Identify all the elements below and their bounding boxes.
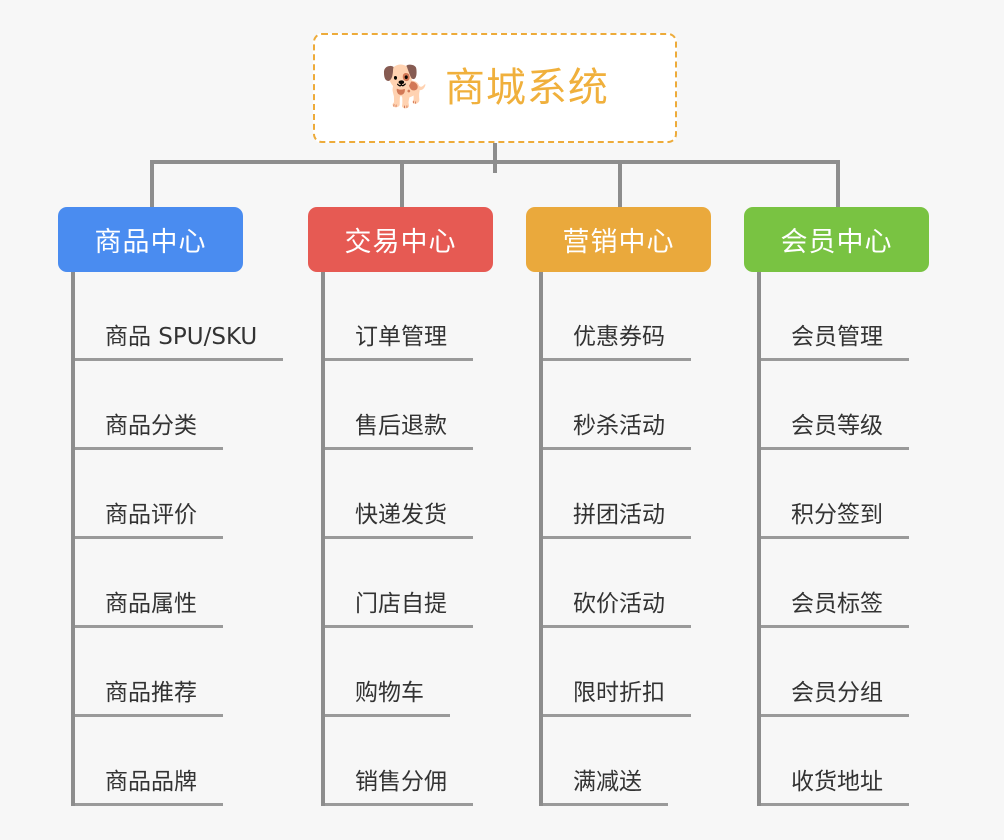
leaf-label: 优惠券码 [543, 326, 691, 361]
list-item[interactable]: 商品分类 [75, 361, 283, 450]
list-item[interactable]: 商品品牌 [75, 717, 283, 806]
branch-header-label: 商品中心 [94, 227, 207, 258]
branch-header-trade-center[interactable]: 交易中心 [308, 207, 493, 272]
branch-header-label: 交易中心 [344, 227, 457, 258]
branch-body-member-center: 会员管理 会员等级 积分签到 会员标签 会员分组 收货地址 [757, 272, 929, 806]
branch-header-marketing-center[interactable]: 营销中心 [526, 207, 711, 272]
branch-member-center: 会员中心 会员管理 会员等级 积分签到 会员标签 会员分组 收货地址 [744, 207, 929, 806]
branch-header-label: 营销中心 [562, 227, 675, 258]
list-item[interactable]: 会员分组 [761, 628, 929, 717]
list-item[interactable]: 满减送 [543, 717, 711, 806]
list-item[interactable]: 商品评价 [75, 450, 283, 539]
connector-stem [493, 143, 497, 173]
leaf-label: 会员标签 [761, 593, 909, 628]
list-item[interactable]: 限时折扣 [543, 628, 711, 717]
list-item[interactable]: 收货地址 [761, 717, 929, 806]
leaf-label: 收货地址 [761, 771, 909, 806]
leaf-label: 商品分类 [75, 415, 223, 450]
connector-drop-4 [836, 160, 840, 207]
leaf-label: 商品评价 [75, 504, 223, 539]
list-item[interactable]: 商品推荐 [75, 628, 283, 717]
list-item[interactable]: 砍价活动 [543, 539, 711, 628]
branch-header-member-center[interactable]: 会员中心 [744, 207, 929, 272]
leaf-label: 砍价活动 [543, 593, 691, 628]
list-item[interactable]: 会员标签 [761, 539, 929, 628]
leaf-label: 拼团活动 [543, 504, 691, 539]
leaf-label: 商品 SPU/SKU [75, 326, 284, 361]
list-item[interactable]: 快递发货 [325, 450, 493, 539]
leaf-label: 商品属性 [75, 593, 223, 628]
leaf-label: 积分签到 [761, 504, 909, 539]
leaf-label: 满减送 [543, 771, 668, 806]
leaf-label: 会员分组 [761, 682, 909, 717]
root-title: 商城系统 [444, 65, 609, 111]
connector-drop-3 [618, 160, 622, 207]
leaf-label: 限时折扣 [543, 682, 691, 717]
list-item[interactable]: 拼团活动 [543, 450, 711, 539]
list-item[interactable]: 售后退款 [325, 361, 493, 450]
branch-body-marketing-center: 优惠券码 秒杀活动 拼团活动 砍价活动 限时折扣 满减送 [539, 272, 711, 806]
connector-bus [150, 160, 840, 164]
leaf-label: 会员等级 [761, 415, 909, 450]
list-item[interactable]: 积分签到 [761, 450, 929, 539]
leaf-label: 秒杀活动 [543, 415, 691, 450]
leaf-label: 会员管理 [761, 326, 909, 361]
list-item[interactable]: 订单管理 [325, 272, 493, 361]
branch-header-label: 会员中心 [780, 227, 893, 258]
list-item[interactable]: 门店自提 [325, 539, 493, 628]
branch-product-center: 商品中心 商品 SPU/SKU 商品分类 商品评价 商品属性 商品推荐 商品品牌 [58, 207, 284, 806]
list-item[interactable]: 会员等级 [761, 361, 929, 450]
leaf-label: 商品推荐 [75, 682, 223, 717]
shiba-dog-face-icon: 🐕 [381, 64, 431, 110]
branch-body-product-center: 商品 SPU/SKU 商品分类 商品评价 商品属性 商品推荐 商品品牌 [71, 272, 284, 806]
list-item[interactable]: 商品 SPU/SKU [75, 272, 284, 361]
list-item[interactable]: 商品属性 [75, 539, 283, 628]
root-node[interactable]: 🐕 商城系统 [313, 33, 677, 143]
branch-header-product-center[interactable]: 商品中心 [58, 207, 243, 272]
leaf-label: 订单管理 [325, 326, 473, 361]
connector-drop-2 [400, 160, 404, 207]
list-item[interactable]: 优惠券码 [543, 272, 711, 361]
list-item[interactable]: 会员管理 [761, 272, 929, 361]
leaf-label: 购物车 [325, 682, 450, 717]
leaf-label: 销售分佣 [325, 771, 473, 806]
leaf-label: 售后退款 [325, 415, 473, 450]
connector-drop-1 [150, 160, 154, 207]
branch-body-trade-center: 订单管理 售后退款 快递发货 门店自提 购物车 销售分佣 [321, 272, 493, 806]
branch-trade-center: 交易中心 订单管理 售后退款 快递发货 门店自提 购物车 销售分佣 [308, 207, 493, 806]
leaf-label: 商品品牌 [75, 771, 223, 806]
leaf-label: 门店自提 [325, 593, 473, 628]
list-item[interactable]: 销售分佣 [325, 717, 493, 806]
branch-marketing-center: 营销中心 优惠券码 秒杀活动 拼团活动 砍价活动 限时折扣 满减送 [526, 207, 711, 806]
list-item[interactable]: 购物车 [325, 628, 493, 717]
leaf-label: 快递发货 [325, 504, 473, 539]
list-item[interactable]: 秒杀活动 [543, 361, 711, 450]
